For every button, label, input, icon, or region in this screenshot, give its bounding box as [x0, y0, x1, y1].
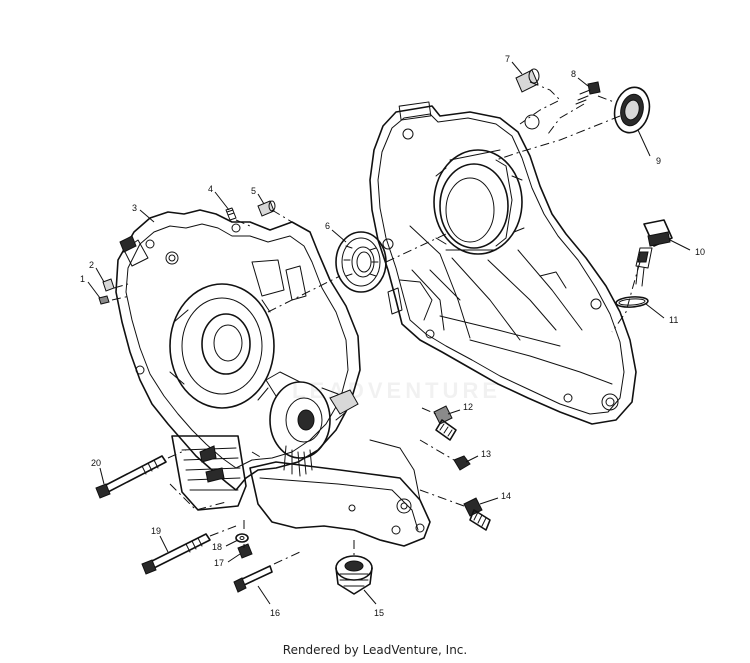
callout-8-label: 8 — [571, 69, 576, 79]
part-18-washer — [235, 533, 249, 543]
part-6-bearing — [335, 231, 387, 293]
callout-19-label: 19 — [151, 526, 161, 536]
part-2-pin — [102, 278, 115, 292]
callout-9-label: 9 — [656, 156, 661, 166]
part-8-screw — [575, 81, 601, 105]
callout-2: 2 — [89, 260, 105, 283]
callout-18-label: 18 — [212, 542, 222, 552]
callout-3-label: 3 — [132, 203, 137, 213]
callout-1: 1 — [80, 274, 101, 299]
callout-1-label: 1 — [80, 274, 85, 284]
callout-17-label: 17 — [214, 558, 224, 568]
callouts: 1 2 3 4 5 6 7 8 — [80, 54, 705, 618]
callout-13-label: 13 — [481, 449, 491, 459]
callout-19: 19 — [151, 526, 169, 553]
left-crankcase-half — [115, 209, 431, 547]
watermark-text: LEADVENTURE — [292, 378, 501, 403]
callout-14: 14 — [479, 491, 511, 505]
callout-16: 16 — [257, 585, 280, 618]
callout-15: 15 — [363, 589, 384, 618]
part-9-seal — [613, 86, 651, 134]
part-4-stud — [225, 207, 237, 221]
callout-17: 17 — [214, 553, 241, 568]
callout-12-label: 12 — [463, 402, 473, 412]
part-19-bolt — [141, 533, 211, 575]
callout-4: 4 — [208, 184, 230, 211]
part-5-dowel — [257, 200, 276, 217]
part-13-nut — [453, 455, 471, 471]
callout-7-label: 7 — [505, 54, 510, 64]
callout-10: 10 — [669, 239, 705, 257]
callout-16-label: 16 — [270, 608, 280, 618]
callout-13: 13 — [465, 449, 491, 463]
callout-3: 3 — [132, 203, 155, 223]
part-7-dowel — [515, 68, 540, 93]
callout-6-label: 6 — [325, 221, 330, 231]
part-20-bolt — [95, 455, 167, 499]
part-11-oring — [615, 296, 649, 308]
callout-2-label: 2 — [89, 260, 94, 270]
callout-20-label: 20 — [91, 458, 101, 468]
part-10-dipstick — [635, 219, 673, 287]
callout-6: 6 — [325, 221, 347, 243]
part-12-fitting — [433, 405, 457, 441]
part-15-drain-plug — [335, 555, 373, 595]
part-17-nut — [237, 543, 253, 559]
part-14-fitting — [463, 497, 491, 531]
callout-8: 8 — [571, 69, 589, 87]
callout-10-label: 10 — [695, 247, 705, 257]
right-crankcase-half — [369, 101, 637, 425]
callout-9: 9 — [637, 129, 661, 166]
callout-15-label: 15 — [374, 608, 384, 618]
footer-credit: Rendered by LeadVenture, Inc. — [282, 643, 468, 657]
callout-7: 7 — [505, 54, 523, 75]
callout-18: 18 — [212, 539, 239, 552]
part-1-nut — [98, 295, 110, 305]
callout-11: 11 — [645, 303, 678, 325]
callout-11-label: 11 — [669, 315, 678, 325]
part-16-bolt — [233, 565, 273, 593]
callout-5: 5 — [251, 186, 265, 205]
callout-14-label: 14 — [501, 491, 511, 501]
callout-12: 12 — [447, 402, 473, 415]
assembly-centerlines — [111, 81, 641, 565]
callout-20: 20 — [91, 458, 105, 485]
callout-5-label: 5 — [251, 186, 256, 196]
callout-4-label: 4 — [208, 184, 213, 194]
